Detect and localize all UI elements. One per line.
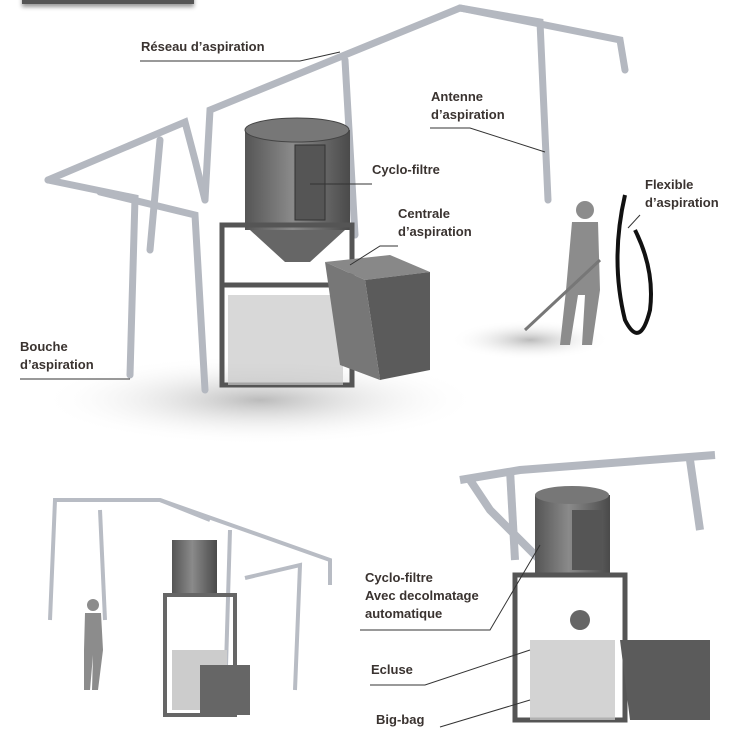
leader-lines-top — [20, 51, 641, 380]
label-flexible-aspiration: Flexible d’aspiration — [645, 176, 719, 212]
label-line: Bouche — [20, 339, 68, 354]
header-bar — [22, 0, 194, 4]
operator-figure — [560, 201, 600, 345]
rotary-valve — [570, 610, 590, 630]
label-ecluse: Ecluse — [371, 662, 413, 677]
label-line: d’aspiration — [20, 357, 94, 372]
bottom-left-scene — [48, 498, 332, 717]
label-cyclo-filtre: Cyclo-filtre — [372, 162, 440, 177]
label-line: Antenne — [431, 89, 483, 104]
label-big-bag: Big-bag — [376, 712, 425, 727]
label-line: d’aspiration — [398, 224, 472, 239]
big-bag — [228, 295, 343, 385]
label-bouche-aspiration: Bouche d’aspiration — [20, 338, 94, 374]
label-reseau-aspiration: Réseau d’aspiration — [141, 39, 265, 54]
label-line: automatique — [365, 606, 443, 621]
suction-unit-top — [325, 255, 430, 380]
floor-shadow — [40, 355, 480, 445]
flexible-hose — [615, 194, 653, 335]
cyclo-filter-top — [244, 117, 350, 262]
bottom-right-scene — [459, 451, 716, 723]
label-line: Flexible — [645, 177, 694, 192]
label-line: Cyclo-filtre — [365, 570, 433, 585]
label-line: d’aspiration — [645, 195, 719, 210]
label-line: Avec decolmatage — [365, 588, 479, 603]
suction-wand — [523, 258, 602, 332]
cyclo-filter-bottom — [535, 486, 610, 575]
label-antenne-aspiration: Antenne d’aspiration — [431, 88, 505, 124]
leader-lines-bottom — [360, 544, 541, 728]
label-centrale-aspiration: Centrale d’aspiration — [398, 205, 472, 241]
label-line: d’aspiration — [431, 107, 505, 122]
label-line: Centrale — [398, 206, 451, 221]
top-scene — [40, 4, 653, 445]
